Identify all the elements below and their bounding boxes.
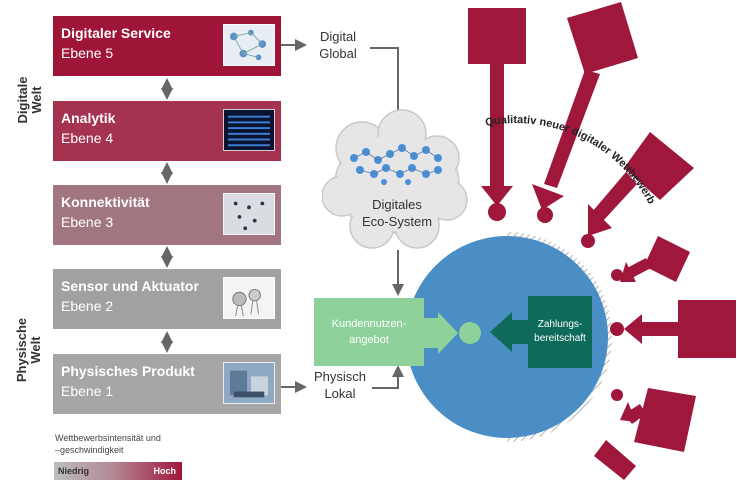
digital-global-label: Digital Global bbox=[319, 29, 357, 61]
zahlungsbereitschaft-box: Zahlungs- bereitschaft bbox=[528, 296, 592, 368]
eco-system-cloud bbox=[322, 109, 468, 249]
data-matrix-thumbnail-icon bbox=[223, 109, 275, 151]
intensity-gradient-legend: Niedrig Hoch bbox=[54, 462, 182, 480]
layer-title: Sensor und Aktuator bbox=[61, 278, 199, 294]
layer-title: Digitaler Service bbox=[61, 25, 171, 41]
layer-level: Ebene 5 bbox=[61, 45, 114, 61]
layer-title: Physisches Produkt bbox=[61, 363, 195, 379]
physisch-lokal-label: Physisch Lokal bbox=[313, 369, 367, 401]
kundennutzen-label: Kundennutzen- angebot bbox=[331, 318, 407, 346]
zahlungs-arrow bbox=[490, 312, 530, 352]
layer-level: Ebene 2 bbox=[61, 298, 114, 314]
layer-level: Ebene 1 bbox=[61, 383, 114, 399]
layer-title: Konnektivität bbox=[61, 194, 150, 210]
layer-connectivity: Konnektivität Ebene 3 bbox=[53, 185, 281, 245]
layer-level: Ebene 3 bbox=[61, 214, 114, 230]
layer-level: Ebene 4 bbox=[61, 130, 114, 146]
legend-high-label: Hoch bbox=[153, 466, 177, 476]
competition-arrows bbox=[468, 2, 736, 480]
layer-analytics: Analytik Ebene 4 bbox=[53, 101, 281, 161]
layer-title: Analytik bbox=[61, 110, 116, 126]
layer-physical-product: Physisches Produkt Ebene 1 bbox=[53, 354, 281, 414]
zahlungsbereitschaft-label: Zahlungs- bereitschaft bbox=[534, 319, 586, 344]
kundennutzen-arrow bbox=[420, 312, 481, 354]
legend-title: Wettbewerbsintensität und –geschwindigke… bbox=[55, 433, 161, 455]
kundennutzen-box: Kundennutzen- angebot bbox=[314, 298, 424, 366]
layer-digital-service: Digitaler Service Ebene 5 bbox=[53, 16, 281, 76]
connectivity-thumbnail-icon bbox=[223, 193, 275, 235]
layer-sensor-actuator: Sensor und Aktuator Ebene 2 bbox=[53, 269, 281, 329]
legend-low-label: Niedrig bbox=[58, 466, 90, 476]
eco-system-label: Digitales Eco-System bbox=[361, 197, 433, 229]
machine-thumbnail-icon bbox=[223, 362, 275, 404]
network-thumbnail-icon bbox=[223, 24, 275, 66]
sensor-thumbnail-icon bbox=[223, 277, 275, 319]
